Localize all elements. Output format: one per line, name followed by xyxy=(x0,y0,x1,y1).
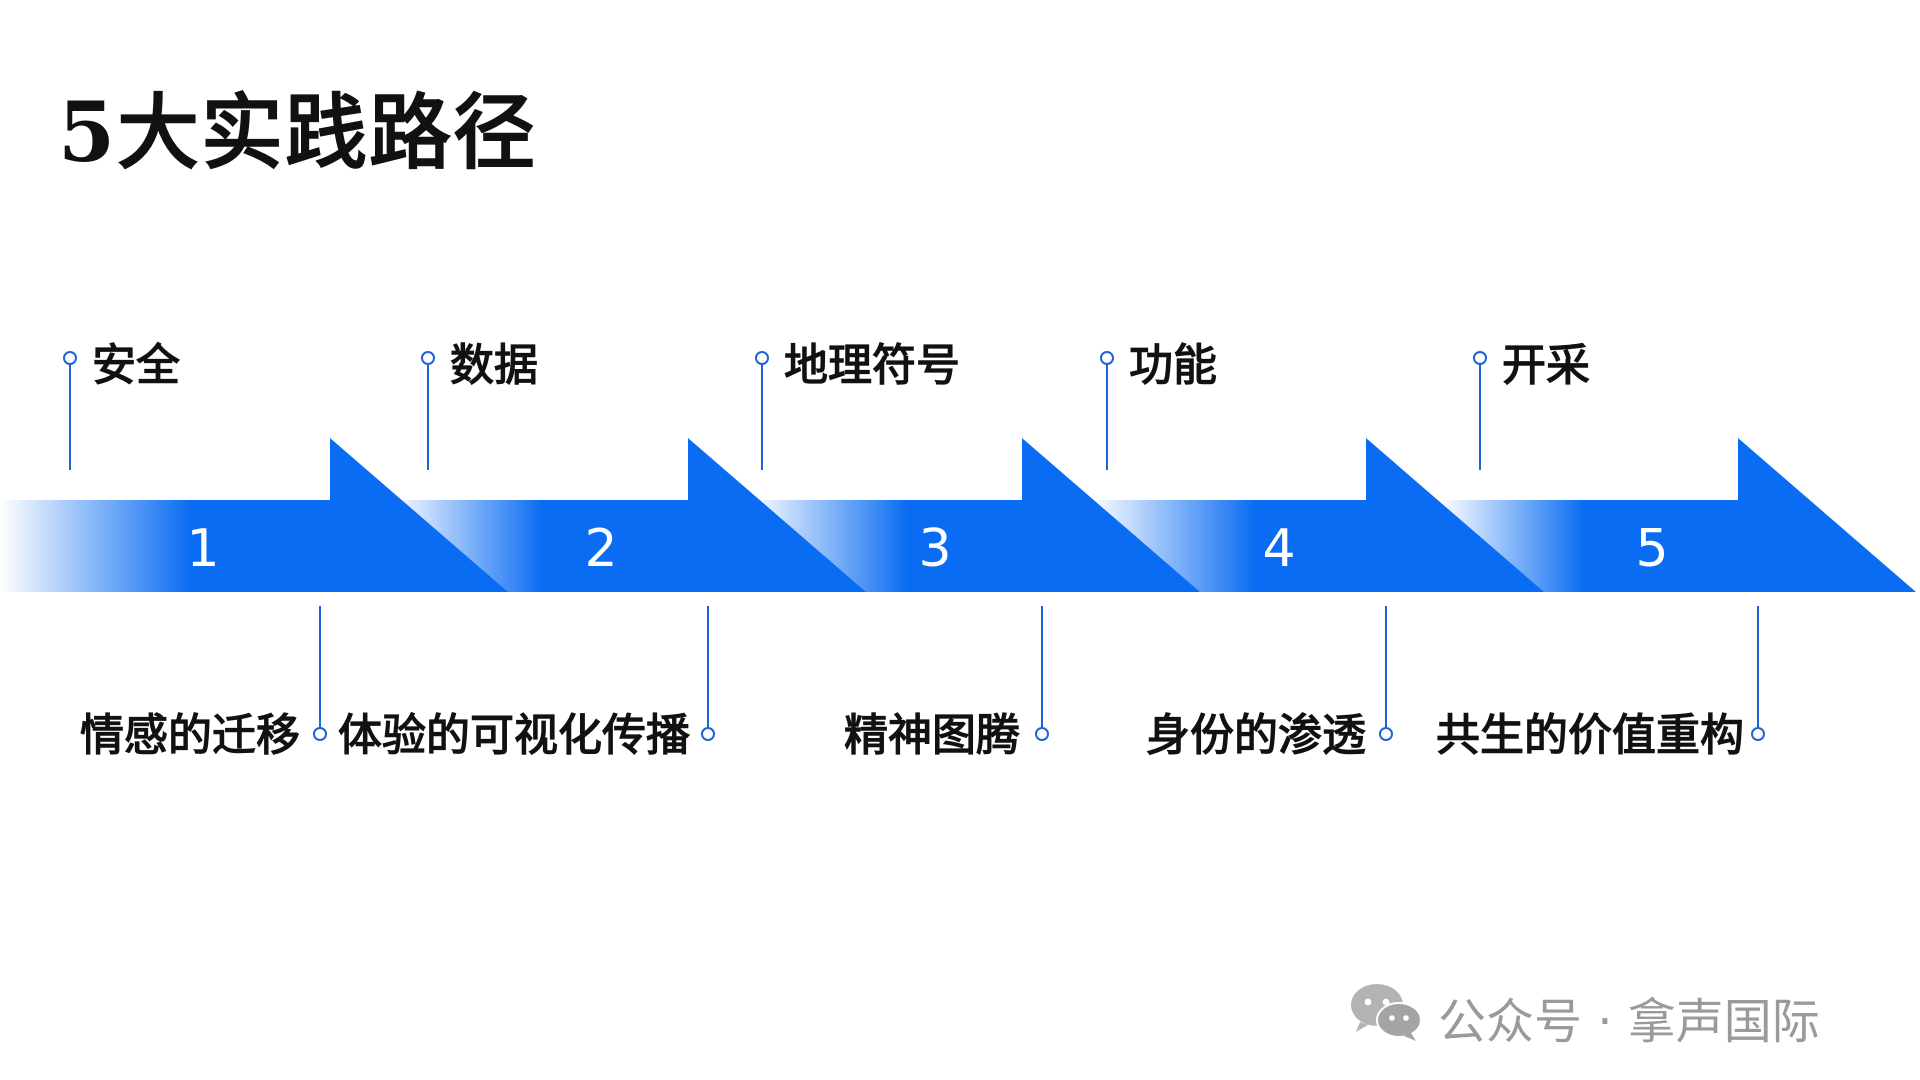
top-connector-2 xyxy=(421,351,435,470)
top-label-3: 地理符号 xyxy=(784,340,960,391)
bottom-connector-5 xyxy=(1751,606,1765,741)
arrow-3 xyxy=(750,438,1200,592)
step-number-3: 3 xyxy=(918,519,951,579)
watermark-text: 公众号 · 拿声国际 xyxy=(1438,994,1820,1050)
step-number-2: 2 xyxy=(584,519,617,579)
bottom-label-5: 共生的价值重构 xyxy=(1436,710,1744,761)
top-connector-1 xyxy=(63,351,77,470)
step-number-5: 5 xyxy=(1635,519,1668,579)
top-connector-4 xyxy=(1100,351,1114,470)
top-label-4: 功能 xyxy=(1129,340,1217,391)
top-connector-5 xyxy=(1473,351,1487,470)
page-title: 5大实践路径 xyxy=(58,85,538,181)
wechat-icon xyxy=(1348,980,1424,1054)
bottom-label-3: 精神图腾 xyxy=(844,710,1020,761)
arrow-5 xyxy=(1440,438,1916,592)
arrow-1 xyxy=(0,438,508,592)
top-label-5: 开采 xyxy=(1502,340,1590,391)
bottom-connector-4 xyxy=(1379,606,1393,741)
step-number-1: 1 xyxy=(186,519,219,579)
top-label-1: 安全 xyxy=(92,340,180,391)
bottom-label-2: 体验的可视化传播 xyxy=(338,710,690,761)
bottom-connector-2 xyxy=(701,606,715,741)
bottom-label-4: 身份的渗透 xyxy=(1146,710,1366,761)
arrow-4 xyxy=(1090,438,1544,592)
arrow-2 xyxy=(390,438,866,592)
step-number-4: 4 xyxy=(1262,519,1295,579)
watermark: 公众号 · 拿声国际 xyxy=(1348,980,1820,1054)
bottom-connector-1 xyxy=(313,606,327,741)
top-connector-3 xyxy=(755,351,769,470)
top-label-2: 数据 xyxy=(450,340,538,391)
bottom-label-1: 情感的迁移 xyxy=(80,710,300,761)
bottom-connector-3 xyxy=(1035,606,1049,741)
